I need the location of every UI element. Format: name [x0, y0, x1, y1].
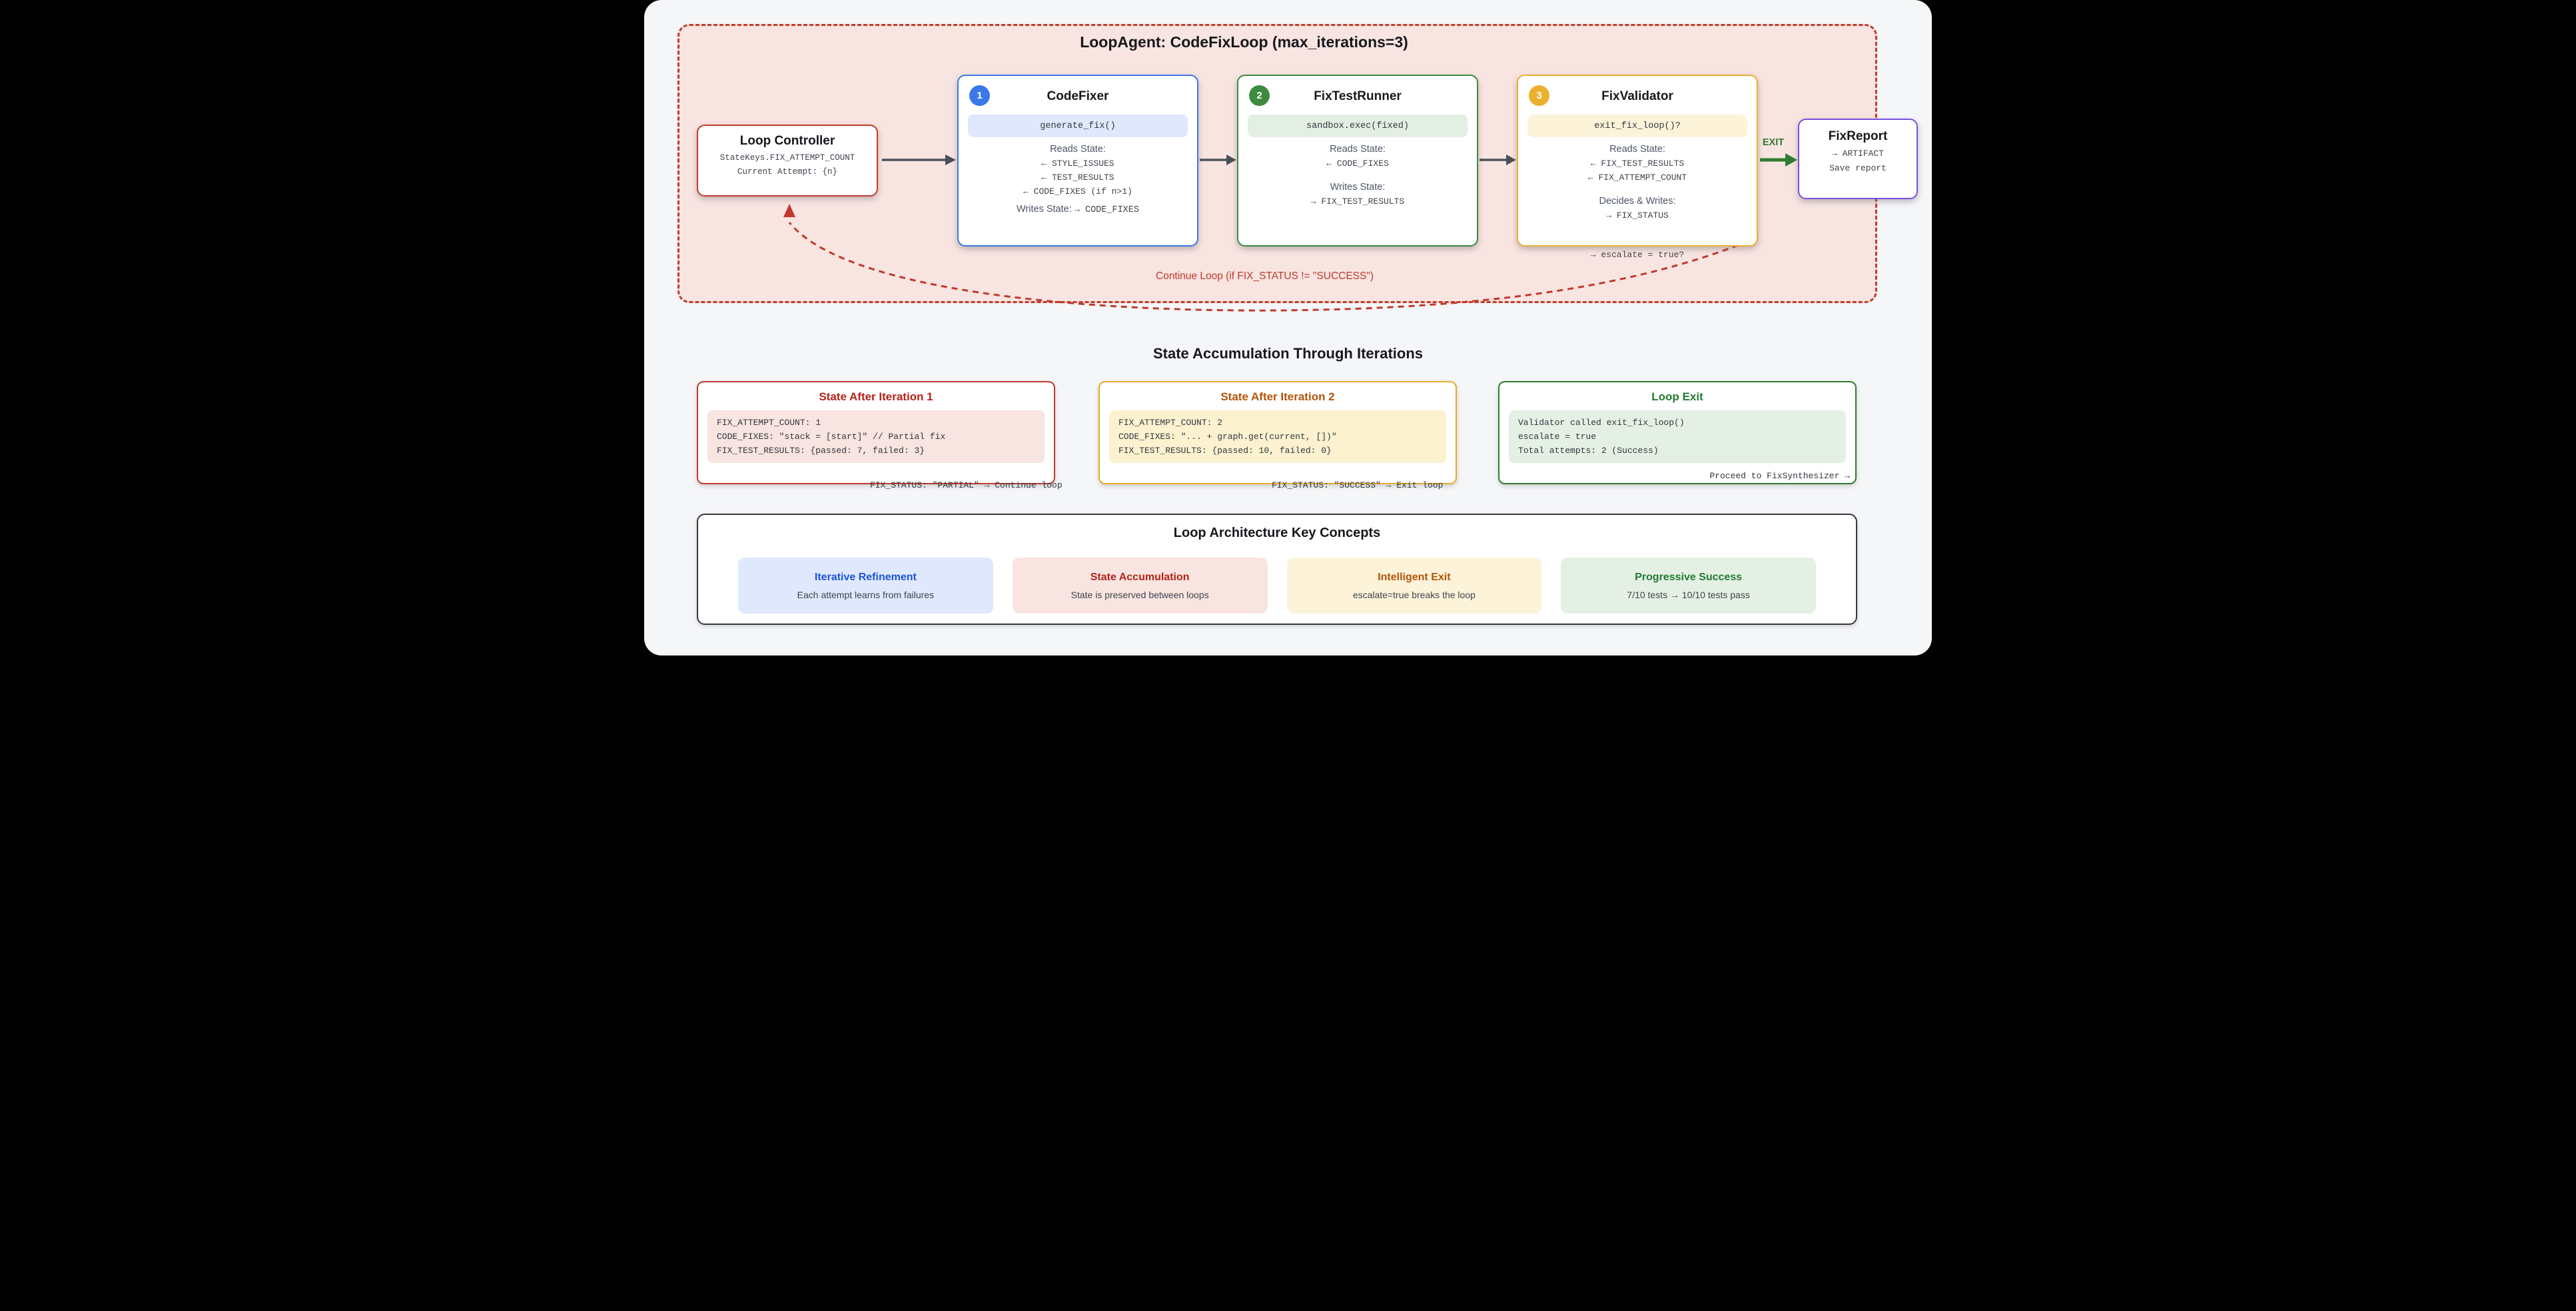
- loop-controller-attempt: Current Attempt: {n}: [737, 167, 838, 177]
- concept-state-accumulation: State Accumulation State is preserved be…: [1012, 558, 1268, 614]
- state-card-iteration-1: State After Iteration 1 FIX_ATTEMPT_COUN…: [697, 381, 1063, 490]
- node-fixvalidator: 3 FixValidator exit_fix_loop()? Reads St…: [1517, 75, 1758, 260]
- fixvalidator-reads-label: Reads State:: [1609, 144, 1665, 155]
- fixvalidator-writes-label: Decides & Writes:: [1599, 196, 1676, 207]
- node-loop-controller: Loop Controller StateKeys.FIX_ATTEMPT_CO…: [697, 125, 878, 197]
- codefixer-writes-line: Writes State: → CODE_FIXES: [959, 204, 1197, 215]
- concept-title: Iterative Refinement: [814, 571, 917, 583]
- state-card-title: Loop Exit: [1651, 390, 1703, 403]
- loop-controller-title: Loop Controller: [739, 134, 835, 148]
- fixvalidator-method-chip: exit_fix_loop()?: [1527, 115, 1747, 137]
- codefixer-read-key: ← CODE_FIXES (if n>1): [1023, 187, 1132, 197]
- codefixer-read-key: ← TEST_RESULTS: [1041, 173, 1114, 183]
- step-badge-1: 1: [969, 85, 990, 106]
- concept-title: Intelligent Exit: [1378, 571, 1451, 583]
- concept-subtitle: 7/10 tests → 10/10 tests pass: [1627, 589, 1750, 600]
- state-card-footer: Proceed to FixSynthesizer →: [1709, 471, 1850, 481]
- fixvalidator-title: FixValidator: [1601, 89, 1673, 103]
- fixtestrunner-reads-label: Reads State:: [1330, 144, 1386, 155]
- fixvalidator-write-key: → FIX_STATUS: [1606, 211, 1669, 220]
- node-fixreport: FixReport → ARTIFACT Save report: [1798, 119, 1918, 199]
- state-card-code-block: FIX_ATTEMPT_COUNT: 2 CODE_FIXES: "... + …: [1109, 410, 1446, 463]
- exit-label: EXIT: [1762, 137, 1785, 148]
- state-line: Total attempts: 2 (Success): [1518, 446, 1659, 456]
- codefixer-title: CodeFixer: [1047, 89, 1109, 103]
- key-concepts-panel: Loop Architecture Key Concepts Iterative…: [697, 514, 1857, 625]
- state-line: Validator called exit_fix_loop(): [1518, 418, 1685, 428]
- fixvalidator-escalate-line: → escalate = true?: [1590, 250, 1685, 260]
- state-line: escalate = true: [1518, 432, 1597, 442]
- state-line: FIX_TEST_RESULTS: {passed: 10, failed: 0…: [1118, 446, 1332, 456]
- codefixer-reads-label: Reads State:: [1050, 144, 1106, 155]
- state-card-title: State After Iteration 1: [819, 390, 933, 403]
- state-card-loop-exit: Loop Exit Validator called exit_fix_loop…: [1498, 381, 1857, 484]
- state-line: FIX_ATTEMPT_COUNT: 1: [717, 418, 821, 428]
- diagram-canvas: LoopAgent: CodeFixLoop (max_iterations=3…: [644, 0, 1932, 656]
- fixvalidator-read-key: ← FIX_TEST_RESULTS: [1590, 159, 1685, 169]
- fixtestrunner-writes-label: Writes State:: [1330, 182, 1386, 193]
- fixreport-save-line: Save report: [1829, 163, 1887, 173]
- fixtestrunner-title: FixTestRunner: [1314, 89, 1402, 103]
- node-codefixer: 1 CodeFixer generate_fix() Reads State: …: [957, 75, 1198, 246]
- fixreport-artifact-line: → ARTIFACT: [1831, 149, 1884, 159]
- codefixer-read-key: ← STYLE_ISSUES: [1041, 159, 1114, 169]
- state-line: CODE_FIXES: "... + graph.get(current, []…: [1118, 432, 1337, 442]
- node-fixtestrunner: 2 FixTestRunner sandbox.exec(fixed) Read…: [1237, 75, 1478, 246]
- state-line: CODE_FIXES: "stack = [start]" // Partial…: [717, 432, 946, 442]
- loop-agent-title: LoopAgent: CodeFixLoop (max_iterations=3…: [1080, 33, 1408, 51]
- state-line: FIX_TEST_RESULTS: {passed: 7, failed: 3}: [717, 446, 925, 456]
- state-card-code-block: Validator called exit_fix_loop() escalat…: [1509, 410, 1846, 463]
- state-card-footer: FIX_STATUS: "SUCCESS" → Exit loop: [1272, 480, 1444, 490]
- loop-controller-statekey: StateKeys.FIX_ATTEMPT_COUNT: [719, 153, 855, 163]
- state-card-code-block: FIX_ATTEMPT_COUNT: 1 CODE_FIXES: "stack …: [707, 410, 1045, 463]
- fixtestrunner-read-key: ← CODE_FIXES: [1326, 159, 1389, 169]
- concept-progressive-success: Progressive Success 7/10 tests → 10/10 t…: [1561, 558, 1816, 614]
- concept-subtitle: Each attempt learns from failures: [797, 589, 935, 600]
- fixreport-title: FixReport: [1828, 129, 1888, 143]
- key-concepts-title: Loop Architecture Key Concepts: [1173, 526, 1381, 540]
- state-card-footer: FIX_STATUS: "PARTIAL" → Continue loop: [870, 480, 1063, 490]
- fixtestrunner-write-key: → FIX_TEST_RESULTS: [1310, 197, 1405, 207]
- concept-intelligent-exit: Intelligent Exit escalate=true breaks th…: [1286, 558, 1542, 614]
- state-card-title: State After Iteration 2: [1220, 390, 1335, 403]
- codefixer-write-key: → CODE_FIXES: [1074, 205, 1139, 215]
- codefixer-writes-label: Writes State:: [1017, 204, 1072, 215]
- concept-subtitle: State is preserved between loops: [1071, 589, 1209, 600]
- state-card-iteration-2: State After Iteration 2 FIX_ATTEMPT_COUN…: [1098, 381, 1457, 490]
- step-badge-3: 3: [1529, 85, 1549, 106]
- codefixer-method-chip: generate_fix(): [968, 115, 1188, 137]
- fixvalidator-read-key: ← FIX_ATTEMPT_COUNT: [1587, 173, 1687, 183]
- concept-title: State Accumulation: [1090, 571, 1190, 583]
- continue-loop-label: Continue Loop (if FIX_STATUS != "SUCCESS…: [1156, 270, 1374, 282]
- concept-iterative-refinement: Iterative Refinement Each attempt learns…: [738, 558, 993, 614]
- fixtestrunner-method-chip: sandbox.exec(fixed): [1248, 115, 1468, 137]
- step-badge-2: 2: [1249, 85, 1270, 106]
- concept-title: Progressive Success: [1635, 571, 1743, 583]
- concept-subtitle: escalate=true breaks the loop: [1352, 589, 1476, 600]
- state-line: FIX_ATTEMPT_COUNT: 2: [1118, 418, 1223, 428]
- state-section-title: State Accumulation Through Iterations: [1153, 345, 1423, 362]
